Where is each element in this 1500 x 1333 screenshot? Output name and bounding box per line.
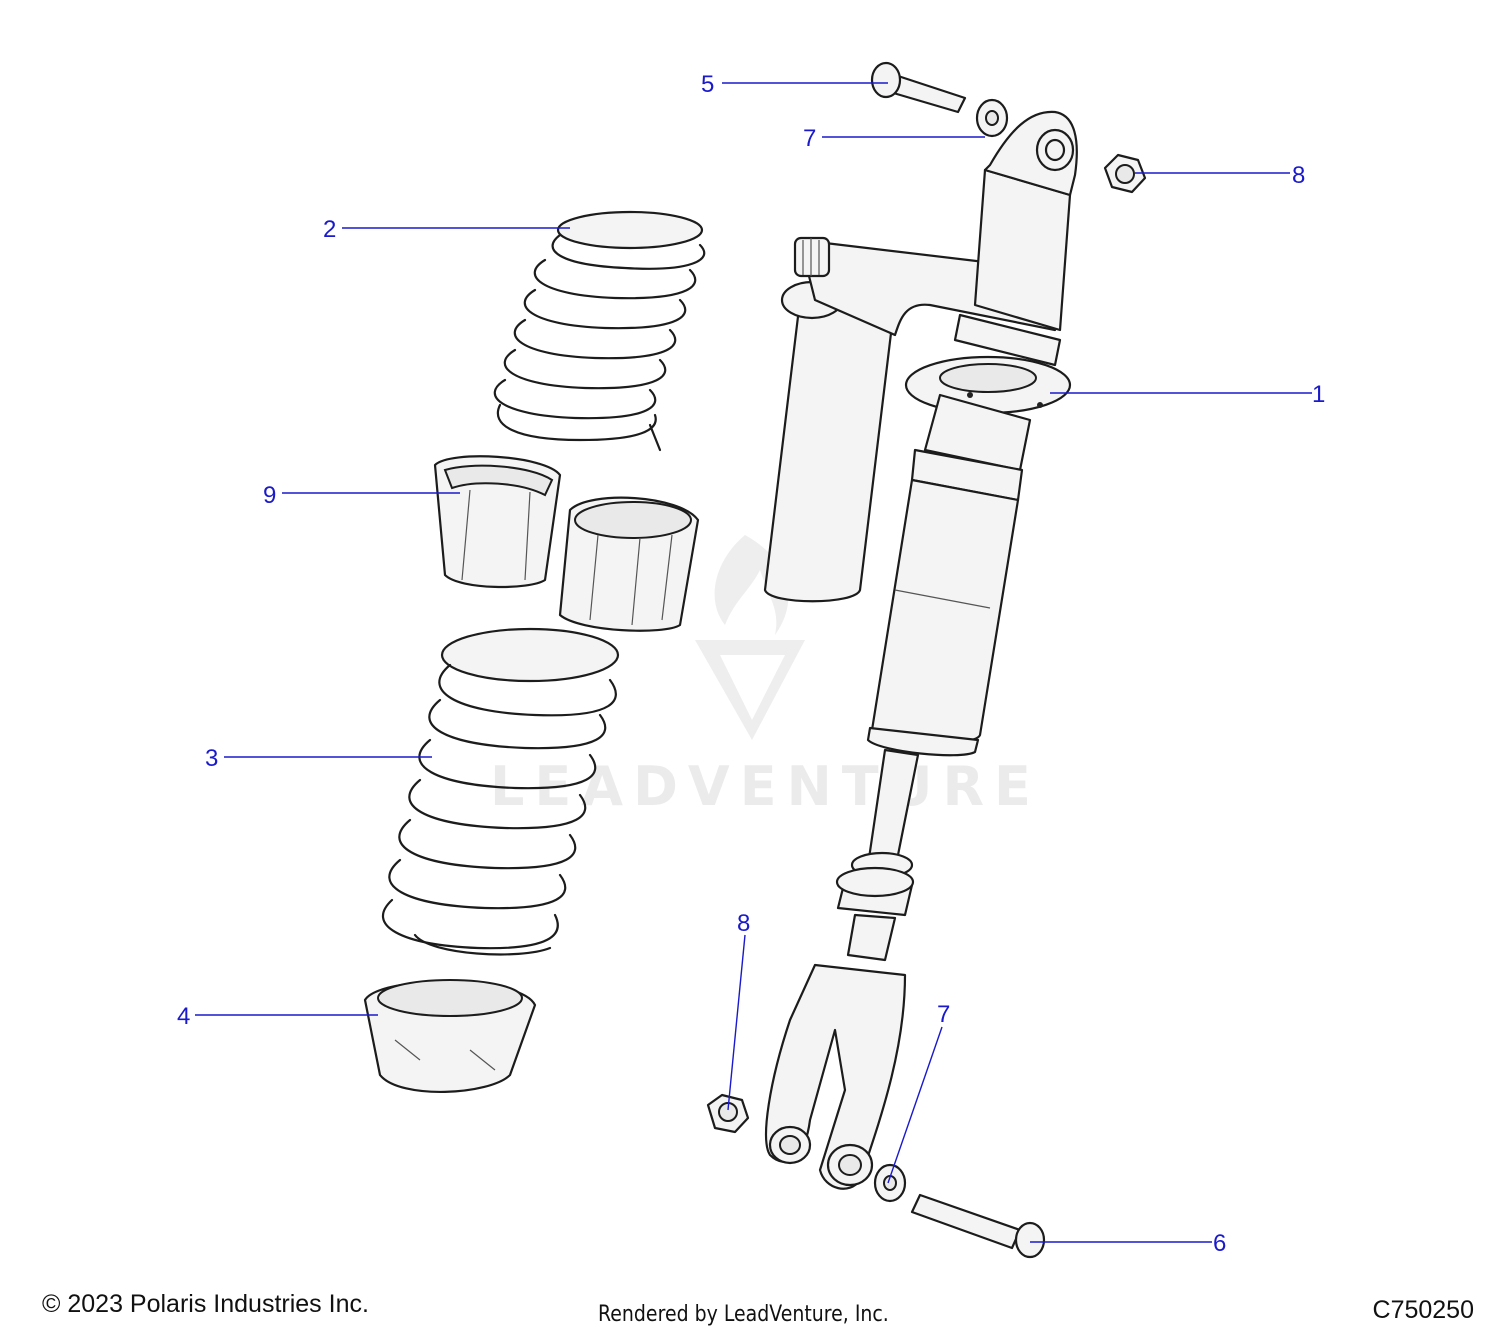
callout-7-lower: 7 xyxy=(937,1001,950,1028)
callout-2: 2 xyxy=(323,216,336,243)
spring-retainer xyxy=(363,979,537,1094)
callout-1: 1 xyxy=(1312,381,1325,408)
spring-adapter-right xyxy=(558,496,700,632)
rendered-by-credit: Rendered by LeadVenture, Inc. xyxy=(598,1302,889,1327)
callout-5: 5 xyxy=(701,71,714,98)
leader-lines xyxy=(195,82,1312,1243)
lower-nut xyxy=(706,1093,750,1134)
lower-washer xyxy=(873,1163,907,1203)
upper-nut xyxy=(1103,153,1147,194)
copyright-notice: © 2023 Polaris Industries Inc. xyxy=(42,1290,369,1318)
upper-bolt xyxy=(870,61,967,114)
shock-absorber xyxy=(763,110,1078,1190)
callout-8-lower: 8 xyxy=(737,910,750,937)
callout-6: 6 xyxy=(1213,1230,1226,1257)
callout-9: 9 xyxy=(263,482,276,509)
spring-adapter-left xyxy=(433,455,562,589)
lower-bolt xyxy=(910,1193,1046,1259)
callout-8-upper: 8 xyxy=(1292,162,1305,189)
callout-3: 3 xyxy=(205,745,218,772)
upper-washer xyxy=(975,98,1009,138)
callouts: 1 2 3 4 5 6 7 7 8 8 9 xyxy=(177,71,1325,1257)
callout-7-upper: 7 xyxy=(803,125,816,152)
callout-4: 4 xyxy=(177,1003,190,1030)
lower-spring xyxy=(381,627,620,956)
upper-spring xyxy=(493,210,706,452)
diagram-id: C750250 xyxy=(1372,1296,1474,1324)
watermark-text: LEADVENTURE xyxy=(490,755,1041,818)
